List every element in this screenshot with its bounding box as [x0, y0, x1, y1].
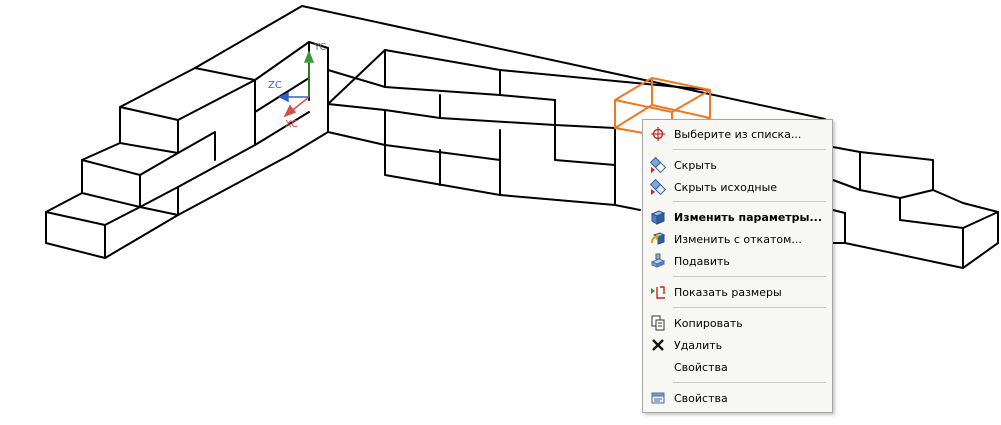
- menu-item-delete[interactable]: Удалить: [645, 335, 830, 355]
- menu-item-suppress[interactable]: Подавить: [645, 251, 830, 271]
- menu-separator: [673, 149, 826, 150]
- context-menu: Выберите из списка... Скрыть Скрыть исхо…: [642, 119, 833, 413]
- menu-item-label: Копировать: [674, 317, 743, 330]
- menu-item-label: Подавить: [674, 255, 730, 268]
- edit-parameters-icon: [650, 209, 666, 225]
- menu-item-label: Изменить параметры...: [674, 211, 823, 224]
- crosshair-select-icon: [650, 126, 666, 142]
- menu-item-label: Свойства: [674, 361, 728, 374]
- edit-rollback-icon: [650, 231, 666, 247]
- menu-item-hide[interactable]: Скрыть: [645, 155, 830, 175]
- menu-item-label: Показать размеры: [674, 286, 782, 299]
- xc-axis-label: XC: [285, 119, 299, 130]
- menu-item-label: Изменить с откатом...: [674, 233, 802, 246]
- menu-item-label: Удалить: [674, 339, 723, 352]
- menu-item-properties[interactable]: Свойства: [645, 357, 830, 377]
- yc-axis-label: YC: [314, 42, 327, 53]
- menu-separator: [673, 382, 826, 383]
- menu-item-show-dimensions[interactable]: Показать размеры: [645, 282, 830, 302]
- menu-item-properties-2[interactable]: Свойства: [645, 388, 830, 408]
- menu-item-label: Скрыть: [674, 159, 717, 172]
- suppress-icon: [650, 253, 666, 269]
- menu-item-copy[interactable]: Копировать: [645, 313, 830, 333]
- copy-icon: [650, 315, 666, 331]
- hide-icon: [650, 157, 666, 173]
- menu-item-edit-parameters[interactable]: Изменить параметры...: [645, 207, 830, 227]
- menu-separator: [673, 276, 826, 277]
- menu-item-label: Свойства: [674, 392, 728, 405]
- zc-axis-label: ZC: [268, 80, 282, 91]
- menu-separator: [673, 201, 826, 202]
- delete-icon: [650, 337, 666, 353]
- hide-parents-icon: [650, 179, 666, 195]
- menu-separator: [673, 307, 826, 308]
- show-dimensions-icon: [650, 284, 666, 300]
- properties-icon: [650, 390, 666, 406]
- menu-item-edit-with-rollback[interactable]: Изменить с откатом...: [645, 229, 830, 249]
- menu-item-label: Скрыть исходные: [674, 181, 778, 194]
- menu-item-hide-parents[interactable]: Скрыть исходные: [645, 177, 830, 197]
- menu-item-label: Выберите из списка...: [674, 128, 802, 141]
- menu-item-select-from-list[interactable]: Выберите из списка...: [645, 124, 830, 144]
